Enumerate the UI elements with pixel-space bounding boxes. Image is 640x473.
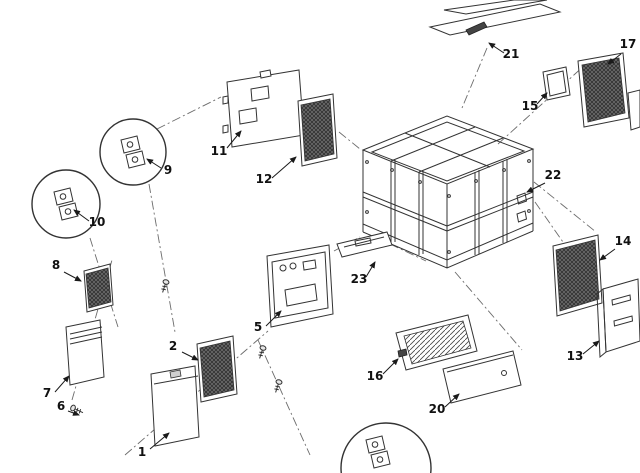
part-16-tab [397, 348, 408, 358]
frame-top-longitudinal-member [404, 132, 491, 168]
leader-line-part-21 [488, 42, 505, 54]
axis-line [257, 339, 311, 456]
part-21-plate [428, 3, 562, 36]
leader-line-part-6 [67, 410, 80, 416]
detail-balloon-bottom [340, 422, 432, 473]
frame-right-mid-rail [446, 191, 534, 232]
part-label-22: 22 [545, 168, 562, 182]
leader-line-part-23 [365, 261, 376, 278]
frame-top-inner [370, 121, 526, 182]
leader-line-part-22 [526, 182, 546, 193]
part-6-screw-icon [69, 403, 85, 416]
part-label-8: 8 [52, 258, 60, 272]
axis-line [338, 131, 361, 150]
part-7-vented-panel [65, 319, 105, 386]
part-label-9: 9 [164, 163, 172, 177]
part-label-5: 5 [254, 320, 262, 334]
leader-line-part-7 [54, 375, 70, 393]
part-label-21: 21 [503, 47, 520, 61]
leader-line-part-13 [582, 340, 600, 355]
leader-line-part-5 [265, 310, 282, 327]
part-17-mesh-panel [577, 52, 630, 128]
screw-icon [256, 344, 268, 360]
part-1-door-panel [150, 365, 200, 447]
part-label-7: 7 [43, 386, 51, 400]
part-label-15: 15 [522, 99, 539, 113]
part-8-mesh-panel [83, 263, 114, 313]
axis-line [389, 243, 427, 262]
part-11-bracket-panel [222, 69, 305, 148]
axis-line [124, 330, 269, 456]
chassis-frame-part-22 [361, 115, 535, 269]
part-12-mesh-panel [297, 93, 338, 167]
hinge-icon [53, 187, 79, 221]
leader-line-part-20 [444, 393, 460, 408]
part-14-mesh-panel [552, 234, 603, 317]
part-label-12: 12 [256, 172, 273, 186]
leader-line-part-11 [226, 130, 242, 149]
frame-side-bracket-2 [516, 210, 528, 223]
frame-mounting-holes [365, 159, 531, 254]
axis-line [148, 183, 176, 333]
part-label-11: 11 [211, 144, 228, 158]
part-5-connector-panel [266, 244, 334, 328]
leader-line-part-10 [73, 209, 90, 222]
part-label-23: 23 [351, 272, 368, 286]
frame-left-post-1 [390, 160, 396, 243]
detail-balloon-part-10 [31, 169, 101, 239]
frame-side-bracket-1 [516, 192, 528, 205]
axis-line [461, 47, 488, 109]
part-label-2: 2 [169, 339, 177, 353]
leader-line-part-1 [149, 432, 170, 450]
leader-line-part-16 [382, 358, 399, 375]
hinge-icon [365, 435, 391, 469]
leader-line-part-15 [536, 92, 548, 105]
leader-line-part-2 [181, 351, 199, 361]
part-label-17: 17 [620, 37, 637, 51]
hinge-icon [120, 135, 146, 169]
leader-line-part-9 [146, 158, 162, 169]
frame-right-post-1 [474, 170, 480, 255]
axis-line [533, 181, 597, 233]
axis-line [497, 63, 587, 145]
part-2-mesh-panel [196, 335, 238, 403]
right-edge-plate [627, 89, 640, 131]
axis-line [534, 201, 613, 313]
part-label-6: 6 [57, 399, 65, 413]
part-20-flat-panel [442, 350, 522, 404]
frame-right-post-2 [502, 159, 508, 243]
part-label-10: 10 [89, 215, 106, 229]
part-1-notch [169, 369, 182, 379]
part-label-16: 16 [367, 369, 384, 383]
part-16-vent-panel [395, 314, 478, 371]
part-label-20: 20 [429, 402, 446, 416]
leader-line-part-12 [271, 156, 297, 179]
top-rear-plate [443, 0, 548, 15]
top-cover-group [428, 0, 562, 36]
axis-line [156, 96, 222, 130]
part-label-13: 13 [567, 349, 584, 363]
frame-left-post-2 [418, 171, 424, 255]
frame-left-mid-rail [362, 191, 448, 232]
part-label-14: 14 [615, 234, 632, 248]
detail-balloon-part-9 [99, 118, 167, 186]
leader-line-part-14 [599, 248, 616, 261]
axis-line [454, 271, 523, 351]
part-21-latch-tab [465, 21, 488, 36]
leader-line-part-8 [63, 271, 82, 282]
part-13-side-bracket [596, 278, 640, 359]
leader-line-part-17 [607, 53, 622, 65]
part-23-flat-bracket [336, 231, 393, 258]
part-15-plate [542, 66, 571, 101]
part-label-1: 1 [138, 445, 146, 459]
